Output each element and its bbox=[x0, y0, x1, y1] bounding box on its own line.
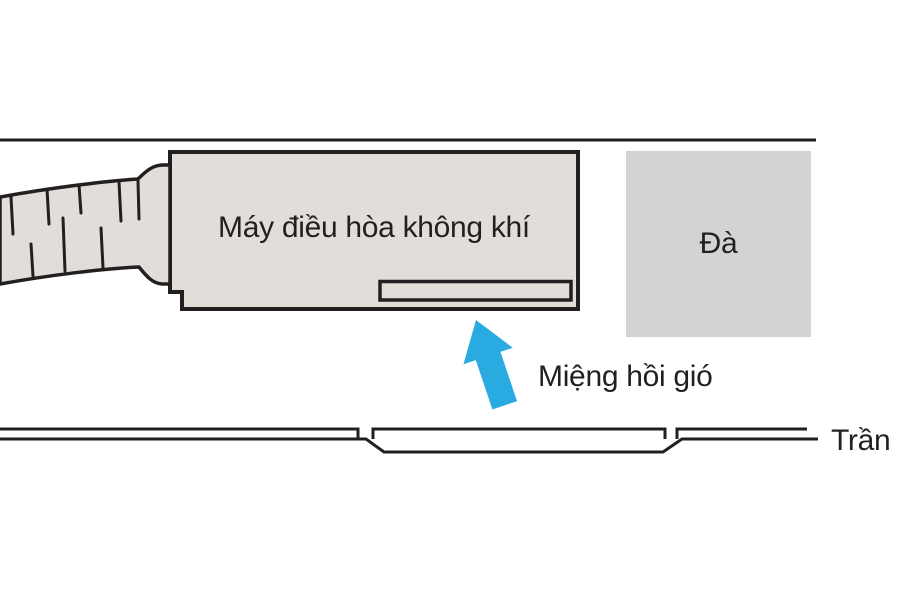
ac-unit-box bbox=[168, 150, 580, 311]
ceiling-bottom-line bbox=[0, 437, 818, 454]
ceiling-middle-top-line bbox=[371, 427, 667, 439]
beam-label: Đà bbox=[699, 227, 738, 260]
beam-block bbox=[626, 151, 811, 337]
return-air-arrow-icon bbox=[463, 320, 518, 410]
ceiling-left-top-line bbox=[0, 427, 360, 439]
return-air-label: Miệng hồi gió bbox=[538, 360, 713, 393]
ceiling-right-top-line bbox=[675, 427, 807, 439]
ac-unit-label: Máy điều hòa không khí bbox=[218, 211, 530, 244]
ceiling-label: Trần bbox=[831, 424, 891, 457]
return-grille bbox=[378, 279, 573, 302]
suspended-ceiling bbox=[0, 427, 818, 454]
duct-corrugation-ticks bbox=[9, 179, 141, 278]
duct-body bbox=[0, 163, 172, 286]
flexible-duct bbox=[0, 163, 172, 286]
